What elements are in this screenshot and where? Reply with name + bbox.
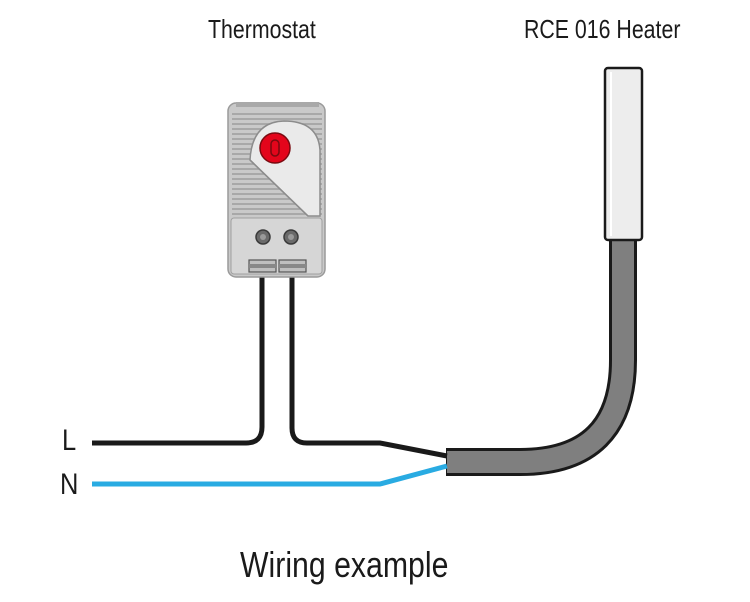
live-wire bbox=[92, 272, 265, 446]
thermostat-label: Thermostat bbox=[208, 14, 316, 44]
diagram-caption: Wiring example bbox=[240, 544, 449, 585]
thermostat-device bbox=[227, 102, 326, 278]
switched-live-wire bbox=[289, 272, 448, 459]
neutral-wire bbox=[92, 463, 448, 487]
heater-label: RCE 016 Heater bbox=[524, 14, 681, 44]
thermostat-dial-icon bbox=[259, 132, 291, 164]
live-terminal-label: L bbox=[62, 424, 77, 457]
heater-element bbox=[603, 66, 644, 242]
neutral-terminal-label: N bbox=[60, 468, 79, 501]
heater-cable-fill bbox=[447, 239, 634, 473]
